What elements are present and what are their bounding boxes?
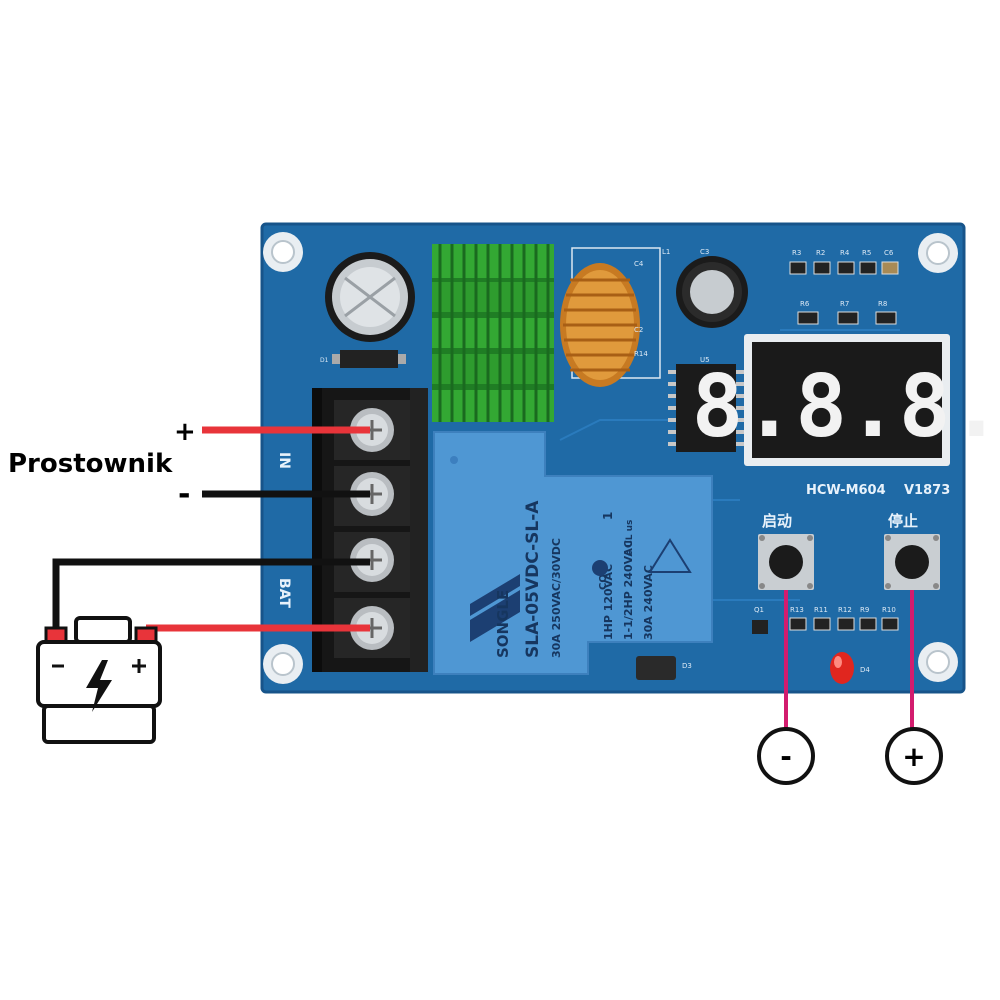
label-r10: R10 [882, 606, 896, 614]
mounting-hole-bl [263, 644, 303, 684]
label-d1: D1 [320, 357, 329, 364]
label-r14: R14 [634, 350, 648, 358]
bottom-minus-sign: - [780, 740, 792, 773]
start-button[interactable] [758, 534, 814, 590]
heatsink [432, 244, 554, 422]
mounting-hole-br [918, 642, 958, 682]
in-label: IN [276, 452, 292, 469]
label-u5: U5 [700, 356, 710, 364]
start-button-label: 启动 [762, 512, 792, 530]
label-r4: R4 [840, 249, 850, 257]
relay-rating-2: 1HP 120VAC [602, 564, 615, 640]
seven-segment-display: 8.8.8. [692, 334, 1000, 466]
label-q1: Q1 [754, 606, 764, 614]
inductor-coil: L1 C4 C2 R14 [560, 247, 670, 387]
relay-ul: c UL us [625, 520, 635, 556]
relay-cqc: CQC [598, 567, 609, 590]
diode-d1: D1 [320, 350, 406, 368]
display-digits: 8.8.8. [692, 357, 1000, 457]
label-c6: C6 [884, 249, 894, 257]
bottom-plus-sign: + [902, 740, 925, 773]
wire-bat-minus [52, 558, 370, 640]
smd-components-bottom: Q1 R13 R11 R12 R9 R10 D3 [636, 606, 899, 680]
stop-button-label: 停止 [888, 512, 918, 530]
label-r7: R7 [840, 300, 849, 308]
label-d4: D4 [860, 666, 870, 674]
label-r3: R3 [792, 249, 801, 257]
relay-num: 1 [601, 512, 615, 520]
label-r11: R11 [814, 606, 828, 614]
relay: SONGLE SLA-05VDC-SL-A 30A 250VAC/30VDC 1… [433, 431, 713, 675]
mounting-hole-tr [918, 233, 958, 273]
model-label: HCW-M604 [806, 483, 886, 498]
mounting-hole-tl [263, 232, 303, 272]
stop-button[interactable] [884, 534, 940, 590]
label-l1: L1 [662, 248, 670, 256]
relay-rating-1: 30A 250VAC/30VDC [550, 538, 563, 658]
capacitor-left [325, 252, 415, 342]
smd-resistors-top: R3 R2 R4 R5 C6 R6 R7 R8 [789, 249, 899, 325]
relay-rating-3: 1-1/2HP 240VAC [622, 540, 635, 640]
minus-sign: - [178, 477, 190, 512]
bat-label: BAT [276, 578, 292, 608]
label-r9: R9 [860, 606, 869, 614]
label-c2: C2 [634, 326, 643, 334]
ic-u5: U5 [668, 356, 744, 452]
relay-brand: SONGLE [494, 590, 512, 658]
capacitor-c3: C3 [676, 248, 748, 328]
battery-icon [36, 616, 162, 744]
version-label: V1873 [904, 483, 950, 498]
terminal-screw-2 [334, 466, 410, 526]
circle-minus-badge: - [757, 727, 815, 785]
label-r12: R12 [838, 606, 852, 614]
label-c4: C4 [634, 260, 644, 268]
label-c3: C3 [700, 248, 709, 256]
label-r8: R8 [878, 300, 887, 308]
label-r6: R6 [800, 300, 810, 308]
plus-sign: + [174, 417, 196, 447]
led-d4: D4 [830, 652, 870, 684]
prostownik-label: Prostownik [8, 449, 173, 479]
relay-model: SLA-05VDC-SL-A [523, 500, 543, 658]
label-r13: R13 [790, 606, 804, 614]
label-r2: R2 [816, 249, 825, 257]
label-r5: R5 [862, 249, 871, 257]
circle-plus-badge: + [885, 727, 943, 785]
relay-rating-4: 30A 240VAC [642, 565, 655, 640]
label-d3: D3 [682, 662, 692, 670]
